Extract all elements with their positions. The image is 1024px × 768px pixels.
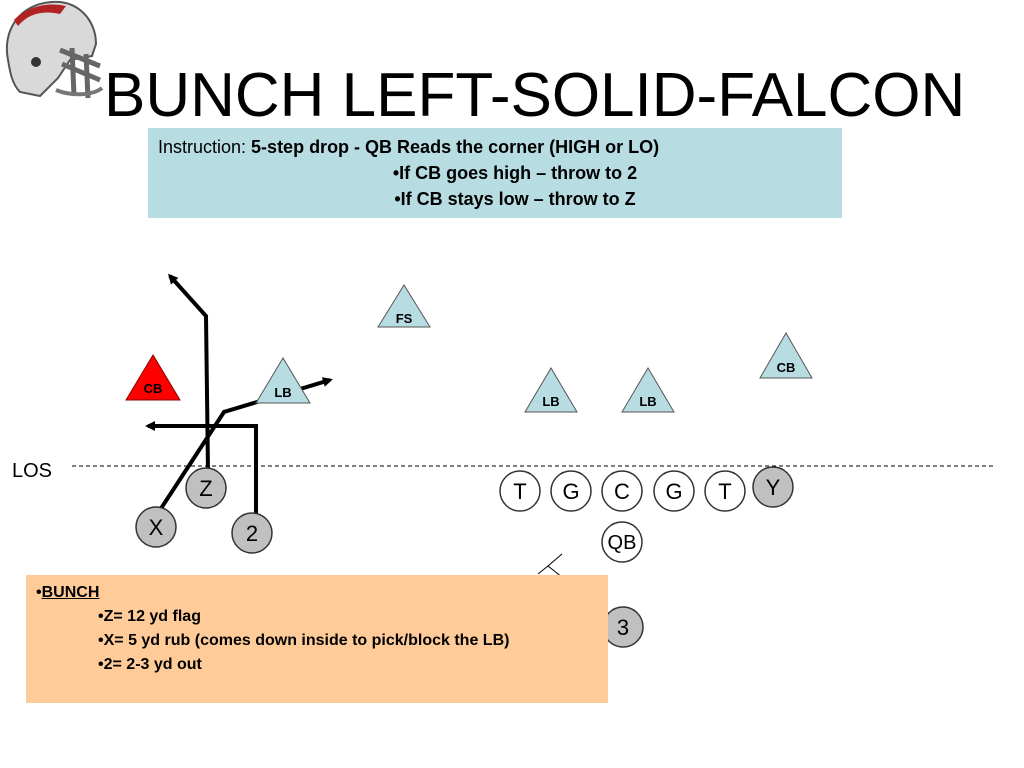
svg-text:LB: LB	[639, 394, 656, 409]
defender-cb-left: CB	[125, 354, 181, 401]
instruction-bullet: •If CB goes high – throw to 2	[392, 163, 638, 183]
instruction-label: Instruction:	[158, 137, 252, 157]
instruction-box: Instruction: 5-step drop - QB Reads the …	[148, 128, 842, 218]
notes-item: •Z= 12 yd flag	[98, 608, 201, 625]
svg-text:Z: Z	[199, 476, 212, 501]
svg-text:LB: LB	[542, 394, 559, 409]
notes-bullet: •	[36, 584, 42, 601]
player-center: C	[601, 470, 643, 512]
player-z: Z	[185, 467, 227, 509]
defender-lb-left: LB	[255, 357, 311, 404]
football-helmet-icon	[5, 0, 104, 99]
route-z-flag	[167, 273, 210, 473]
player-2: 2	[231, 512, 273, 554]
route-2-out	[145, 421, 258, 515]
route-3-tail	[537, 565, 549, 575]
svg-text:FS: FS	[396, 311, 413, 326]
los-label: LOS	[12, 460, 52, 482]
instruction-bullet: •If CB stays low – throw to Z	[394, 189, 636, 209]
svg-text:T: T	[513, 479, 526, 504]
notes-box: •BUNCH •Z= 12 yd flag •X= 5 yd rub (come…	[26, 575, 608, 703]
player-guard-left: G	[550, 470, 592, 512]
player-tackle-left: T	[499, 470, 541, 512]
svg-text:G: G	[562, 479, 579, 504]
player-y: Y	[752, 466, 794, 508]
svg-text:QB: QB	[608, 532, 637, 554]
svg-text:CB: CB	[144, 381, 163, 396]
player-qb: QB	[601, 521, 643, 563]
svg-text:LB: LB	[274, 385, 291, 400]
player-guard-right: G	[653, 470, 695, 512]
player-3: 3	[602, 606, 644, 648]
svg-text:CB: CB	[777, 360, 796, 375]
notes-item: •2= 2-3 yd out	[98, 656, 202, 673]
svg-text:X: X	[149, 515, 164, 540]
notes-item: •X= 5 yd rub (comes down inside to pick/…	[98, 632, 510, 649]
svg-text:3: 3	[617, 615, 629, 640]
notes-heading: BUNCH	[41, 584, 100, 601]
player-x: X	[135, 506, 177, 548]
defender-cb-right: CB	[759, 332, 813, 379]
defender-fs: FS	[377, 284, 431, 328]
svg-text:G: G	[665, 479, 682, 504]
svg-text:T: T	[718, 479, 731, 504]
instruction-main: 5-step drop - QB Reads the corner (HIGH …	[251, 137, 660, 157]
defender-lb-mid1: LB	[524, 367, 578, 413]
svg-text:2: 2	[246, 521, 258, 546]
svg-text:Y: Y	[766, 475, 781, 500]
page-title: BUNCH LEFT-SOLID-FALCON	[104, 61, 966, 130]
svg-text:C: C	[614, 479, 630, 504]
player-tackle-right: T	[704, 470, 746, 512]
defender-lb-mid2: LB	[621, 367, 675, 413]
